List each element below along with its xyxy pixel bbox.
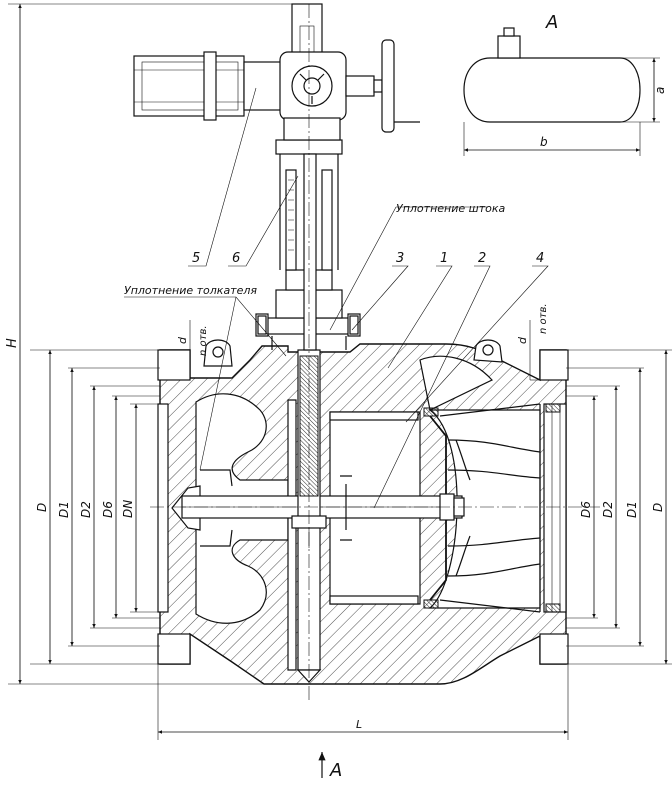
right-dimensions bbox=[566, 349, 672, 665]
view-a-dim-a: a bbox=[653, 87, 667, 94]
electric-actuator bbox=[133, 3, 420, 141]
position-4: 4 bbox=[536, 251, 544, 266]
dim-length: L bbox=[356, 718, 362, 731]
bolt-dim-right bbox=[529, 320, 542, 381]
length-dimension bbox=[157, 664, 569, 740]
dim-height: H bbox=[5, 338, 20, 348]
left-dimensions bbox=[30, 349, 160, 665]
dim-left-d6: D6 bbox=[101, 501, 115, 518]
bolt-d-left: d bbox=[176, 336, 189, 344]
dim-left-dn: DN bbox=[121, 500, 135, 518]
dim-right-d6: D6 bbox=[579, 501, 593, 518]
stem-seal-label: Уплотнение штока bbox=[396, 202, 505, 215]
bolt-dim-left bbox=[178, 320, 191, 381]
view-a-dim-b: b bbox=[540, 135, 548, 149]
bolt-n-left: n отв. bbox=[198, 325, 209, 356]
position-3: 3 bbox=[396, 251, 404, 266]
dim-right-d: D bbox=[651, 503, 665, 512]
lifting-eye-right bbox=[473, 339, 503, 363]
pusher-seal-label: Уплотнение толкателя bbox=[124, 284, 257, 297]
view-a-title: A bbox=[545, 12, 558, 33]
view-a bbox=[463, 27, 660, 156]
dim-right-d2: D2 bbox=[601, 501, 615, 518]
lifting-eye-left bbox=[203, 339, 233, 367]
yoke bbox=[275, 139, 343, 351]
dim-left-d1: D1 bbox=[57, 501, 71, 518]
height-dimension bbox=[8, 3, 292, 685]
piston-assembly bbox=[329, 403, 561, 613]
left-flange bbox=[157, 349, 191, 665]
dim-left-d: D bbox=[35, 503, 49, 512]
bonnet-bolts bbox=[257, 315, 359, 335]
dim-right-d1: D1 bbox=[625, 501, 639, 518]
position-1: 1 bbox=[440, 251, 448, 266]
view-arrow-label: A bbox=[329, 760, 342, 781]
position-6: 6 bbox=[232, 251, 240, 266]
bolt-d-right: d bbox=[516, 336, 529, 344]
leaders bbox=[124, 87, 549, 509]
right-flange bbox=[539, 349, 569, 665]
position-5: 5 bbox=[192, 251, 200, 266]
bolt-n-right: n отв. bbox=[538, 303, 549, 334]
dim-left-d2: D2 bbox=[79, 501, 93, 518]
position-2: 2 bbox=[478, 251, 486, 266]
